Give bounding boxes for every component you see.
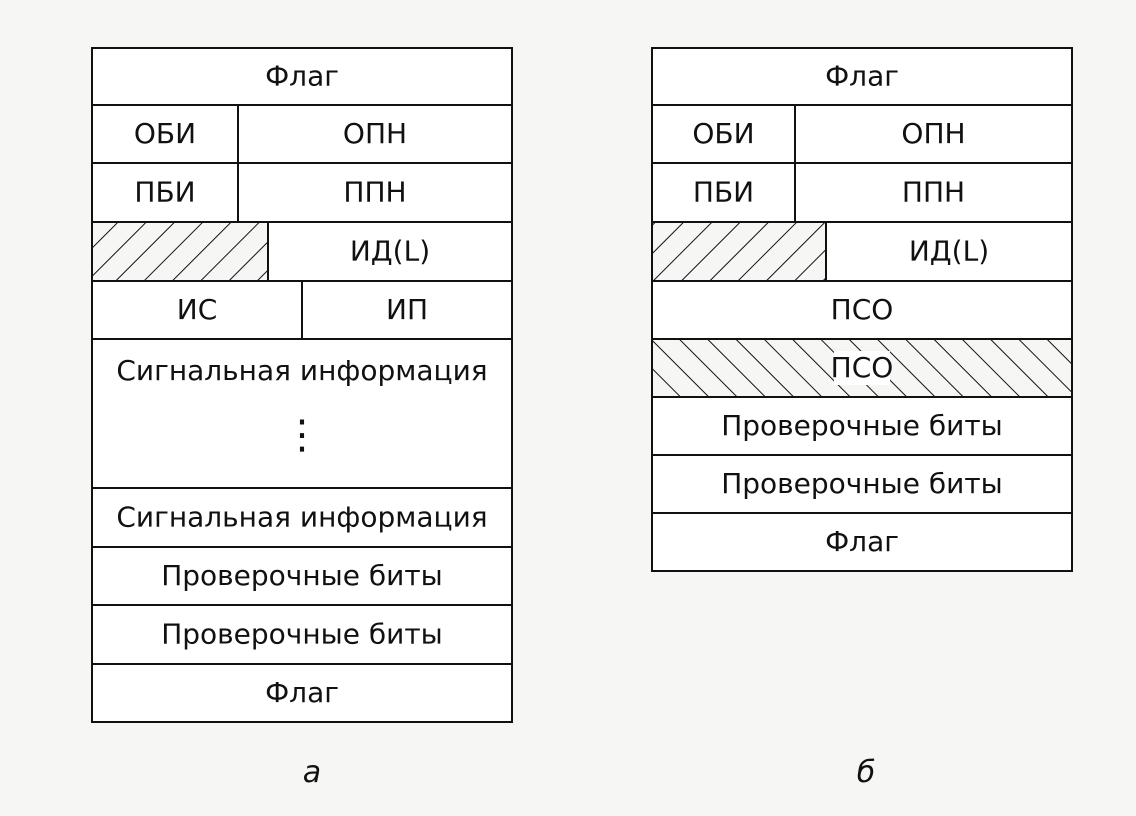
field-label: ППН [902,176,965,209]
field-cell: Сигнальная информация ⋮ [91,338,513,489]
field-box [651,454,1073,514]
field-cell: ПБИ [91,162,239,223]
field-label: ИД(L) [909,235,989,268]
diagram-caption: а [303,755,321,790]
field-box [91,104,239,164]
field-label: ИП [386,293,428,326]
field-cell: ОБИ [91,104,239,164]
field-label: ПБИ [134,176,195,209]
field-cell: ПБИ [651,162,796,223]
continuation-dots: ⋮ [282,412,322,458]
field-box [794,162,1073,223]
field-box [651,280,1073,340]
field-cell: ПСО [651,280,1073,340]
field-cell: Проверочные биты [91,546,513,606]
field-cell: ПСО [651,338,1073,398]
field-label: Проверочные биты [721,409,1003,442]
field-label: Проверочные биты [161,618,443,651]
field-label: Флаг [265,676,339,709]
field-cell: ППН [237,162,513,223]
field-label: Проверочные биты [721,467,1003,500]
field-cell: Флаг [651,512,1073,572]
field-box [825,221,1073,282]
field-box [651,47,1073,106]
field-label: Сигнальная информация [116,354,487,387]
field-cell: Сигнальная информация [91,487,513,548]
field-label: ОПН [343,117,407,150]
field-cell: Флаг [91,47,513,106]
field-cell: ОПН [237,104,513,164]
field-cell: Проверочные биты [651,396,1073,456]
field-label: Проверочные биты [161,559,443,592]
field-label: Флаг [825,60,899,93]
field-cell: ИД(L) [825,221,1073,282]
field-label: ППН [343,176,406,209]
field-box [91,663,513,723]
field-label: ПСО [831,351,894,384]
field-cell: Флаг [91,663,513,723]
field-label: ОПН [901,117,965,150]
diagram-caption: б [857,755,876,790]
field-cell: ИД(L) [267,221,513,282]
field-label: Сигнальная информация [116,501,487,534]
field-box [237,104,513,164]
field-cell: ИС [91,280,303,340]
field-cell: ОБИ [651,104,796,164]
field-cell: Флаг [651,47,1073,106]
field-box [794,104,1073,164]
field-box [267,221,513,282]
field-label: Флаг [825,525,899,558]
field-cell: ИП [301,280,513,340]
label-backing [834,351,890,385]
hatched-field [91,221,269,282]
field-label: ИС [177,293,218,326]
field-box [91,604,513,665]
field-cell: Проверочные биты [91,604,513,665]
field-cell [91,221,269,282]
field-box [91,47,513,106]
field-cell: ОПН [794,104,1073,164]
field-box [301,280,513,340]
field-label: ПСО [831,293,894,326]
field-box [651,512,1073,572]
field-label: ОБИ [134,117,196,150]
field-box [651,162,796,223]
field-cell: ППН [794,162,1073,223]
field-box [651,396,1073,456]
hatched-field [651,221,827,282]
field-cell [651,221,827,282]
field-cell: Проверочные биты [651,454,1073,514]
field-label: ОБИ [692,117,754,150]
field-label: ПБИ [693,176,754,209]
field-label: Флаг [265,60,339,93]
field-label: ИД(L) [350,235,430,268]
field-box [91,487,513,548]
field-box [91,546,513,606]
